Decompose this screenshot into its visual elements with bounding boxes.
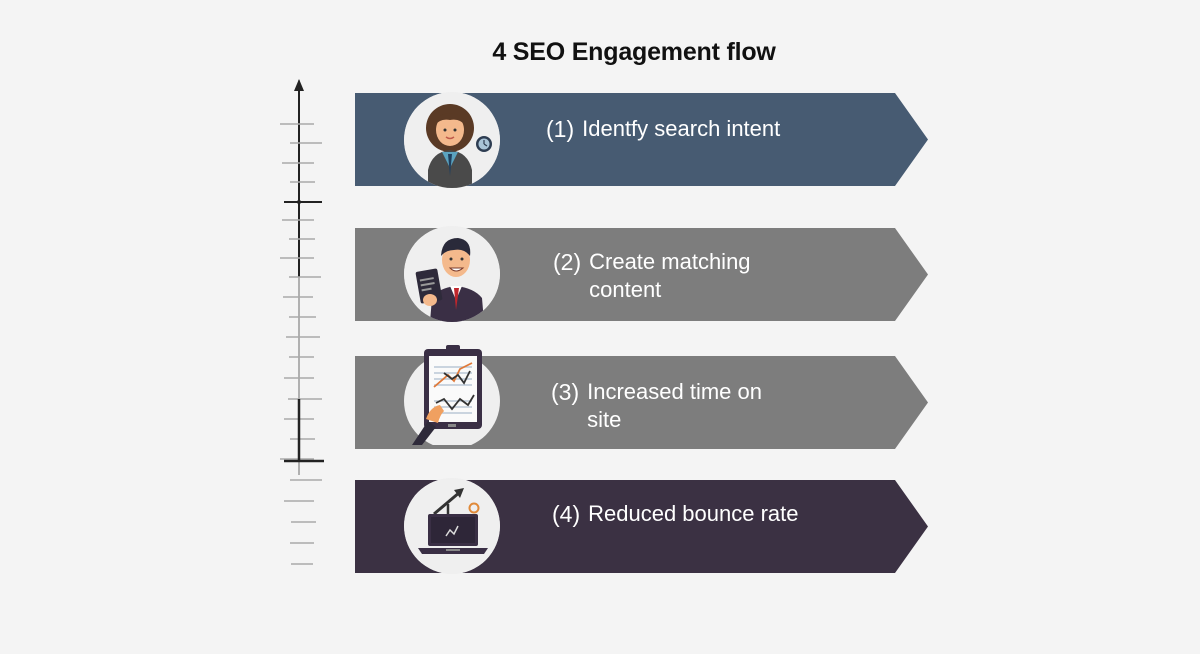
laptop-growth-arrow-icon [404, 478, 500, 574]
step-3-label: (3) Increased time on site [551, 378, 762, 434]
timeline-ruler-icon [280, 79, 324, 565]
step-2-label: (2) Create matching content [553, 248, 751, 304]
step-2-number: (2) [553, 249, 582, 275]
businesswoman-clock-icon [404, 92, 500, 188]
step-4-text: Reduced bounce rate [588, 501, 799, 526]
step-1-text: Identfy search intent [582, 116, 781, 141]
timeline-axis [270, 75, 340, 575]
step-3-text: Increased time on site [587, 378, 762, 434]
step-2-text: Create matching content [589, 248, 750, 304]
step-4-number: (4) [552, 501, 581, 527]
step-3-text-line1: Increased time on [587, 379, 762, 404]
page-title: 4 SEO Engagement flow [492, 38, 776, 66]
clipboard-chart-icon [404, 345, 500, 445]
businessman-document-icon [404, 226, 500, 322]
step-4-icon-circle [404, 478, 500, 574]
step-3-text-line2: site [587, 407, 622, 432]
step-3-number: (3) [551, 379, 580, 405]
step-1-label: (1) Identfy search intent [546, 115, 780, 143]
step-1-number: (1) [546, 116, 575, 142]
step-1-icon-circle [404, 92, 500, 188]
step-3-icon-circle [404, 345, 500, 451]
step-4-label: (4) Reduced bounce rate [552, 500, 799, 528]
step-2-text-line2: content [589, 277, 662, 302]
step-2-icon-circle [404, 226, 500, 322]
step-2-text-line1: Create matching [589, 249, 751, 274]
